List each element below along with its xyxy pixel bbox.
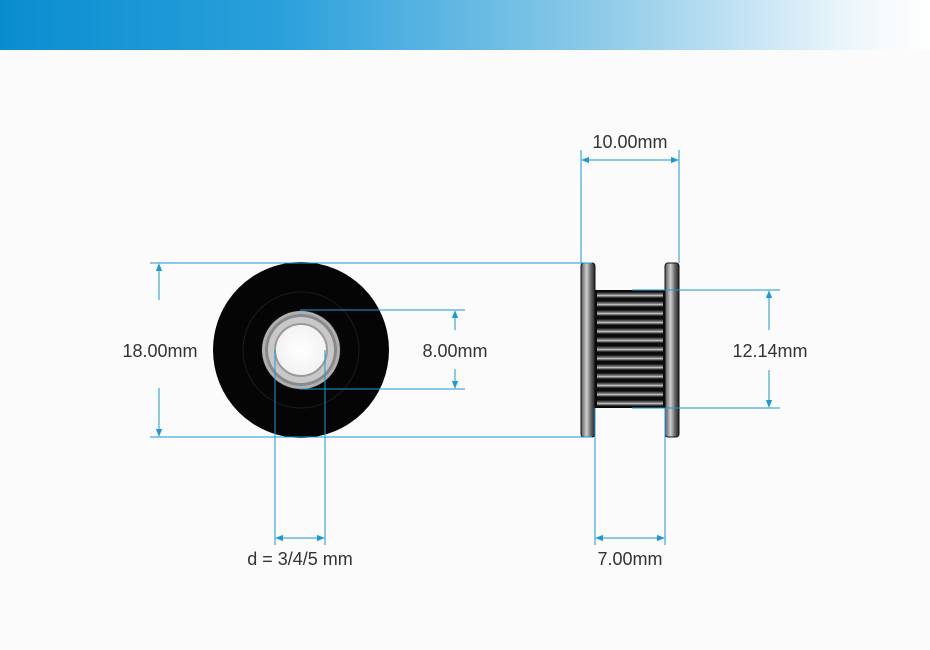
label-tooth-height: 12.14mm [732,341,807,361]
tooth-ridge [597,400,663,406]
tooth-ridge [597,382,663,388]
tooth-ridge [597,301,663,307]
bore-hole [274,323,328,377]
tooth-ridge [597,310,663,316]
tooth-ridge [597,364,663,370]
pulley-face-ring [242,291,360,409]
right-flange [664,262,680,438]
tooth-ridge [597,346,663,352]
left-flange [580,262,596,438]
label-top-width: 10.00mm [592,132,667,152]
tooth-ridge [597,373,663,379]
tooth-ridge [597,292,663,298]
header-gradient-bar [0,0,930,50]
tooth-ridge [597,355,663,361]
label-belt-width: 7.00mm [597,549,662,569]
tooth-ridges [597,292,663,406]
tooth-ridge [597,319,663,325]
pulley-front-view [213,262,389,438]
tooth-ridge [597,337,663,343]
dimension-lines [150,150,780,545]
label-bearing-diameter: 8.00mm [422,341,487,361]
pulley-side-view [580,262,680,438]
tooth-ridge [597,391,663,397]
label-outer-diameter: 18.00mm [122,341,197,361]
tooth-ridge [597,328,663,334]
label-bore: d = 3/4/5 mm [247,549,353,569]
